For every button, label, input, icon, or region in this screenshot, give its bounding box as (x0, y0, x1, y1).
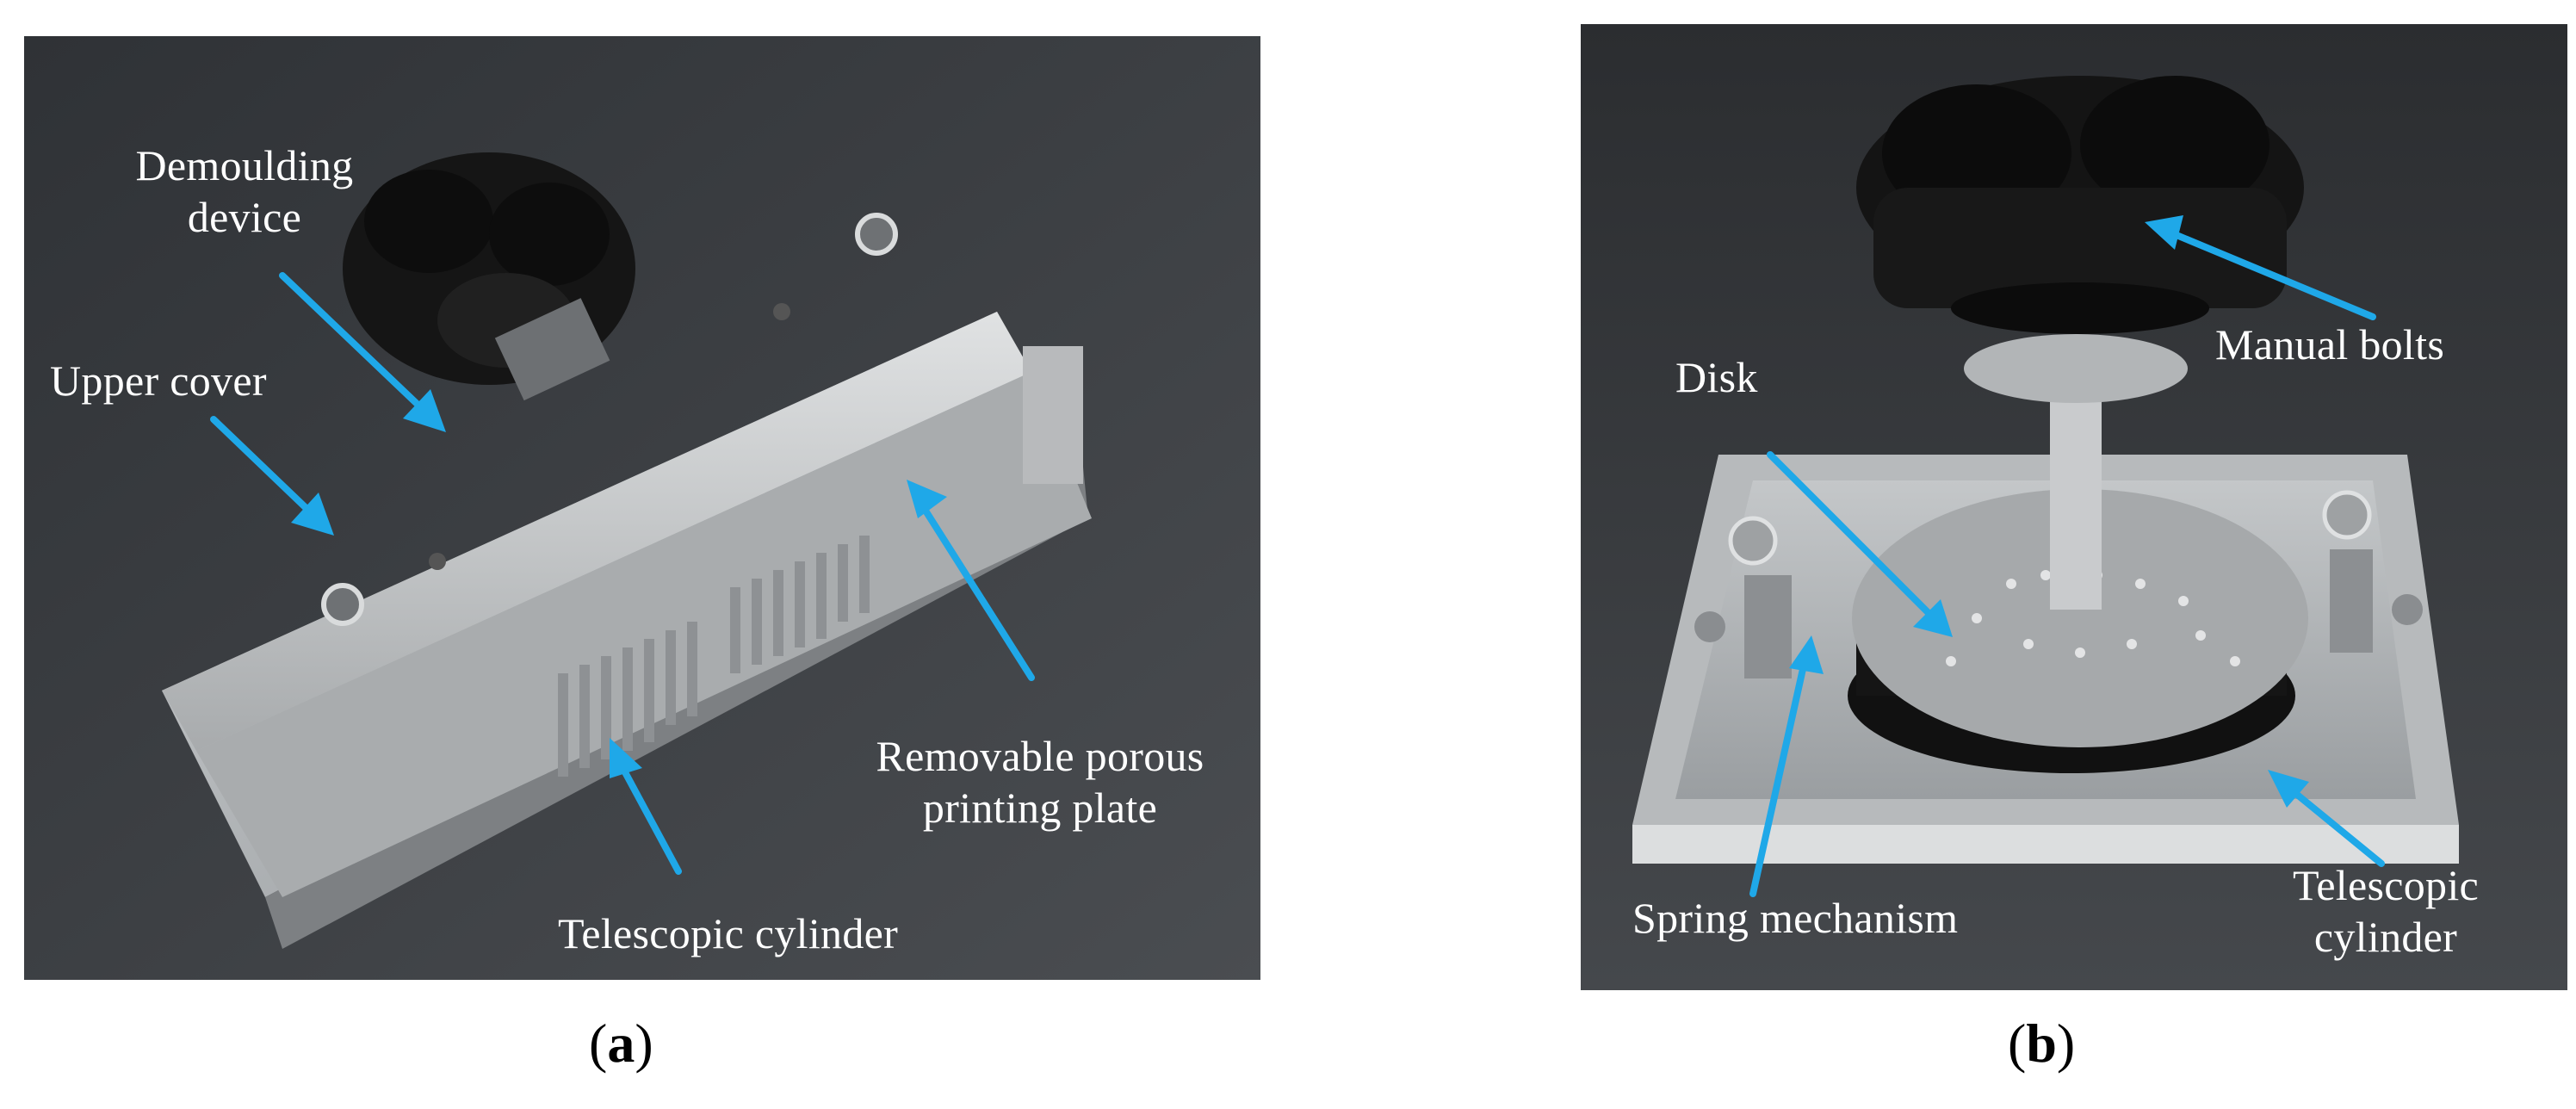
knob-a (343, 152, 635, 401)
label-telescopic-a: Telescopic cylinder (558, 909, 899, 957)
arrow-upper-cover (210, 416, 320, 522)
label-manual-bolts: Manual bolts (2215, 320, 2445, 369)
photo-panel-a: Demoulding device Upper cover Removable … (24, 36, 1260, 980)
photo-panel-b: Manual bolts Disk Spring mechanism Teles… (1581, 24, 2567, 990)
label-telescopic-b-line1: Telescopic (2292, 861, 2480, 909)
label-removable: Removable porous printing plate (799, 730, 1260, 833)
caption-b-close: ) (2056, 1013, 2076, 1074)
label-spring: Spring mechanism (1632, 894, 1959, 942)
label-removable-line1: Removable porous (876, 732, 1204, 780)
label-upper-cover: Upper cover (50, 356, 267, 405)
pins-a (558, 536, 870, 777)
disk-b (1852, 489, 2308, 747)
knob-b (1856, 76, 2304, 334)
caption-a-letter: a (607, 1013, 635, 1074)
arrow-manual-bolts (2163, 227, 2376, 320)
label-disk: Disk (1675, 353, 1758, 401)
caption-a: (a) (589, 1009, 653, 1078)
label-demoulding: Demoulding device (72, 139, 417, 243)
label-telescopic-b-line2: cylinder (2313, 913, 2458, 961)
arrow-telescopic-b (2283, 783, 2385, 867)
photo-a-illustration (24, 36, 1260, 980)
arrow-spring (1749, 658, 1808, 897)
caption-b-letter: b (2026, 1013, 2057, 1074)
arrow-telescopic-a (615, 756, 682, 875)
label-demoulding-line1: Demoulding (135, 141, 354, 189)
caption-a-open: ( (589, 1013, 608, 1074)
arrow-demoulding (279, 272, 432, 418)
arrow-removable (916, 498, 1035, 681)
label-demoulding-line2: device (187, 193, 302, 241)
caption-a-close: ) (635, 1013, 653, 1074)
arrow-disk (1767, 451, 1937, 622)
caption-b-open: ( (2008, 1013, 2027, 1074)
label-telescopic-b: Telescopic cylinder (2244, 859, 2528, 963)
label-removable-line2: printing plate (922, 784, 1158, 832)
photo-b-illustration (1581, 24, 2567, 990)
caption-b: (b) (2008, 1009, 2075, 1078)
